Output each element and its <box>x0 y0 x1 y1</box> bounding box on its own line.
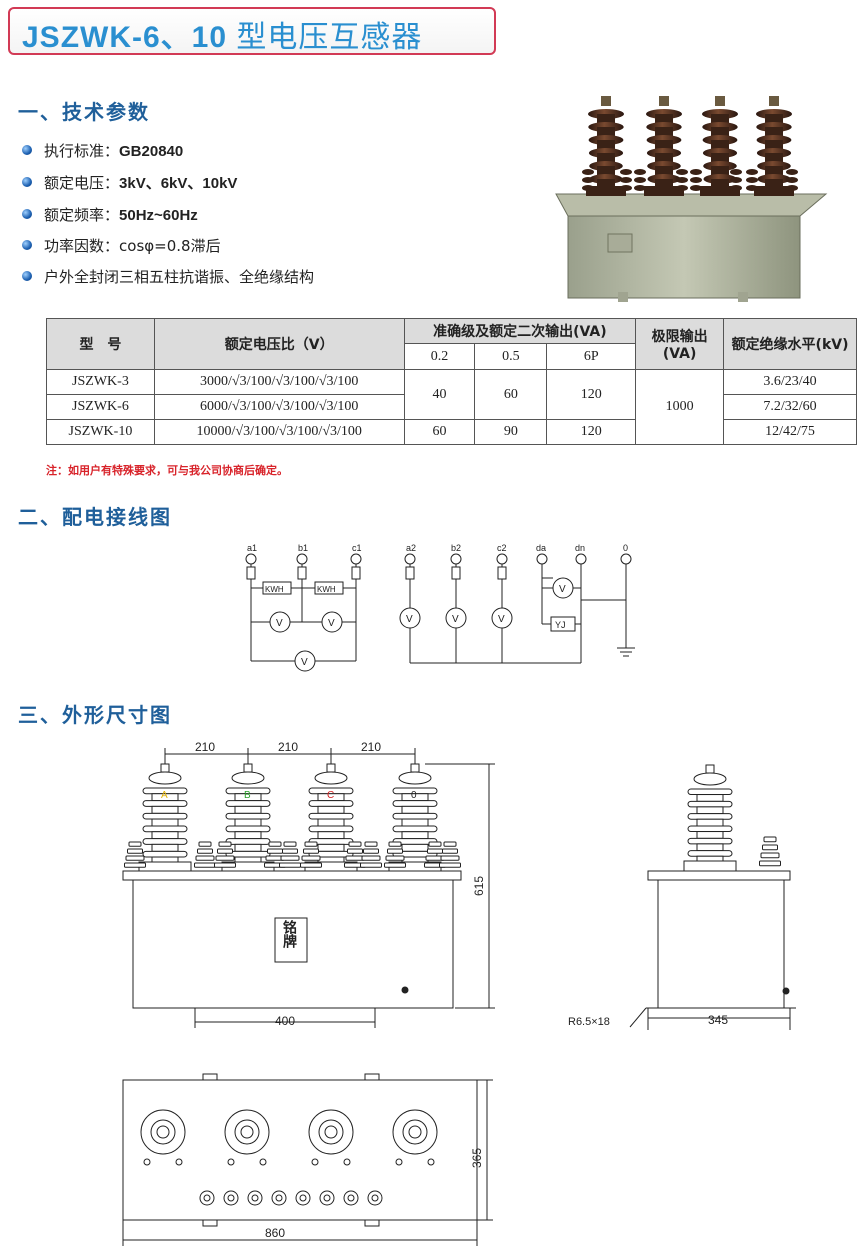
spec-value: GB20840 <box>119 143 184 160</box>
terminal-label: c1 <box>352 543 362 553</box>
spec-table: 型 号 额定电压比（V） 准确级及额定二次输出(VA) 极限输出(VA) 额定绝… <box>46 318 857 445</box>
voltmeter-label: V <box>276 618 283 629</box>
product-photo <box>555 96 828 302</box>
terminal-label: dn <box>575 543 585 553</box>
th-class: 6P <box>546 343 637 370</box>
terminal-label: b2 <box>451 543 461 553</box>
phase-label: 0 <box>411 790 417 801</box>
page-title: JSZWK-6、10 型电压互感器 <box>22 12 422 56</box>
cell-model: JSZWK-10 <box>46 419 155 445</box>
dim-base-side: 345 <box>708 1013 728 1027</box>
spec-value: 户外全封闭三相五柱抗谐振、全绝缘结构 <box>44 268 315 286</box>
dim-height: 615 <box>472 876 486 896</box>
cell-ratio: 6000/√3/100/√3/100/√3/100 <box>153 394 405 420</box>
title-name: 型电压互感器 <box>236 20 423 55</box>
phase-label: A <box>161 790 168 801</box>
bullet-icon <box>22 145 32 155</box>
cell-output: 60 <box>474 369 548 420</box>
th-insul: 额定绝缘水平(kV) <box>723 318 857 370</box>
cell-model: JSZWK-3 <box>46 369 155 395</box>
th-accuracy: 准确级及额定二次输出(VA) <box>403 318 637 344</box>
voltmeter-label: V <box>301 657 308 668</box>
spec-item: 额定电压：3kV、6kV、10kV <box>44 172 237 193</box>
bullet-icon <box>22 177 32 187</box>
dim-base-front: 400 <box>275 1014 295 1028</box>
spec-item: 额定频率：50Hz~60Hz <box>44 204 198 225</box>
spec-value: cosφ=0.8滞后 <box>119 237 221 255</box>
cell-ratio: 10000/√3/100/√3/100/√3/100 <box>153 419 405 445</box>
dim-pitch: 210 <box>278 740 298 754</box>
cell-output: 120 <box>546 419 637 445</box>
dim-pitch: 210 <box>195 740 215 754</box>
section-dims-heading: 三、外形尺寸图 <box>18 703 172 727</box>
terminal-label: b1 <box>298 543 308 553</box>
terminal-label: 0 <box>623 543 628 553</box>
bullet-icon <box>22 271 32 281</box>
spec-label: 执行标准： <box>44 142 120 160</box>
cell-insul: 12/42/75 <box>723 419 857 445</box>
voltmeter-label: V <box>406 614 413 625</box>
cell-model: JSZWK-6 <box>46 394 155 420</box>
th-model: 型 号 <box>46 318 155 370</box>
th-limit: 极限输出(VA) <box>635 318 725 370</box>
section-tech-heading: 一、技术参数 <box>18 100 150 124</box>
nameplate-label: 铭牌 <box>281 920 297 948</box>
bullet-icon <box>22 240 32 250</box>
title-box <box>8 7 496 55</box>
kwh-label: KWH <box>265 585 284 594</box>
dim-depth: 365 <box>470 1148 484 1168</box>
phase-label: B <box>244 790 251 801</box>
cell-output: 90 <box>474 419 548 445</box>
terminal-label: a2 <box>406 543 416 553</box>
voltmeter-label: V <box>328 618 335 629</box>
spec-label: 功率因数： <box>44 237 120 255</box>
side-view-drawing: 345 R6.5×18 <box>568 764 796 1030</box>
spec-item: 执行标准：GB20840 <box>44 140 183 161</box>
wiring-diagram: a1 b1 c1 KWH KWH V V V a2 b2 c2 da dn 0 … <box>245 543 635 672</box>
cell-output: 60 <box>403 419 476 445</box>
voltmeter-label: V <box>452 614 459 625</box>
th-ratio: 额定电压比（V） <box>153 318 405 370</box>
spec-label: 额定电压： <box>44 174 120 192</box>
cell-output: 40 <box>403 369 476 420</box>
yj-label: YJ <box>555 620 566 630</box>
terminal-label: c2 <box>497 543 507 553</box>
wiring-left-group: a1 b1 c1 KWH KWH V V V <box>245 543 362 672</box>
terminal-label: a1 <box>247 543 257 553</box>
terminal-label: da <box>536 543 546 553</box>
cell-insul: 3.6/23/40 <box>723 369 857 395</box>
cell-limit: 1000 <box>635 369 725 445</box>
section-wiring-heading: 二、配电接线图 <box>18 505 172 529</box>
dim-pitch: 210 <box>361 740 381 754</box>
table-note: 注：如用户有特殊要求，可与我公司协商后确定。 <box>46 464 288 477</box>
wiring-right-group: a2 b2 c2 da dn 0 V V V V YJ <box>399 543 635 664</box>
kwh-label: KWH <box>317 585 336 594</box>
th-class: 0.2 <box>403 343 476 370</box>
voltmeter-label: V <box>498 614 505 625</box>
spec-item: 功率因数：cosφ=0.8滞后 <box>44 235 221 256</box>
title-model: JSZWK-6、10 <box>22 21 228 54</box>
dim-slot: R6.5×18 <box>568 1016 610 1028</box>
cell-ratio: 3000/√3/100/√3/100/√3/100 <box>153 369 405 395</box>
front-view-drawing: 210 210 210 A B C 0 铭牌 400 615 <box>122 740 495 1028</box>
th-class: 0.5 <box>474 343 548 370</box>
spec-value: 3kV、6kV、10kV <box>119 175 238 192</box>
top-view-drawing: 365 860 <box>122 1073 493 1246</box>
spec-label: 额定频率： <box>44 206 120 224</box>
cell-output: 120 <box>546 369 637 420</box>
spec-value: 50Hz~60Hz <box>119 207 198 224</box>
voltmeter-label: V <box>559 584 566 595</box>
bullet-icon <box>22 209 32 219</box>
phase-label: C <box>327 790 334 801</box>
spec-item: 户外全封闭三相五柱抗谐振、全绝缘结构 <box>44 266 314 287</box>
cell-insul: 7.2/32/60 <box>723 394 857 420</box>
dim-length: 860 <box>265 1226 285 1240</box>
